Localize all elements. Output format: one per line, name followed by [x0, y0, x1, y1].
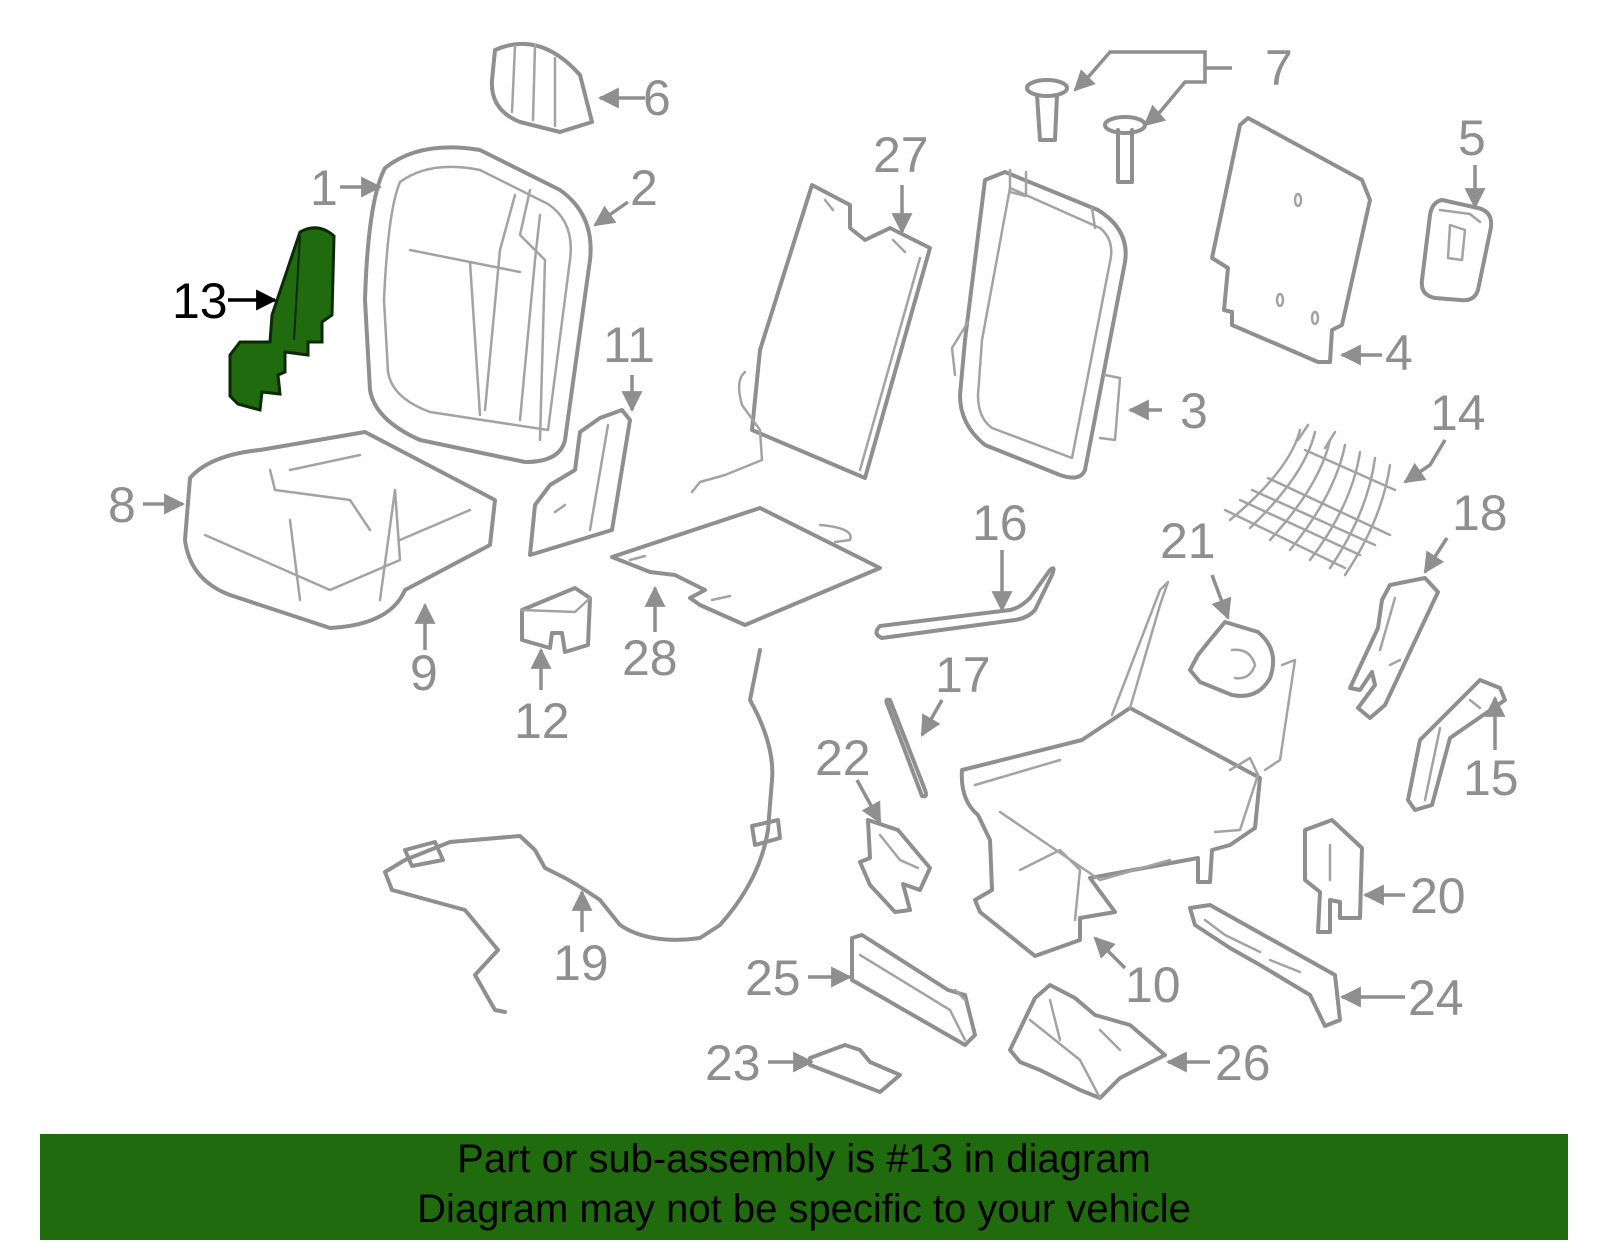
part-12-bracket[interactable] [520, 586, 592, 654]
part-4-back-panel[interactable] [1210, 116, 1372, 364]
part-28-tray[interactable] [610, 506, 882, 627]
part-14-spring-mat[interactable] [1223, 423, 1397, 577]
callout-27[interactable]: 27 [873, 127, 929, 183]
part-22-bracket[interactable] [858, 818, 932, 914]
callout-18[interactable]: 18 [1452, 485, 1508, 541]
callout-26[interactable]: 26 [1215, 1035, 1271, 1091]
part-5-trim-cap[interactable] [1419, 198, 1494, 303]
callout-10[interactable]: 10 [1125, 957, 1181, 1013]
part-16-rod[interactable] [874, 566, 1056, 640]
callout-12[interactable]: 12 [514, 693, 570, 749]
callout-20[interactable]: 20 [1410, 868, 1466, 924]
part-6-headrest[interactable] [489, 41, 594, 134]
callout-7[interactable]: 7 [1265, 40, 1293, 96]
part-24-trim[interactable] [1188, 903, 1342, 1028]
part-21-recliner-cover[interactable] [1188, 620, 1275, 698]
banner-line-part: Part or sub-assembly is #13 in diagram [457, 1137, 1151, 1181]
part-3-seat-back-frame[interactable] [950, 168, 1128, 480]
callout-2[interactable]: 2 [630, 160, 658, 216]
callout-25[interactable]: 25 [745, 950, 801, 1006]
callout-3[interactable]: 3 [1180, 383, 1208, 439]
banner-line-disclaimer: Diagram may not be specific to your vehi… [417, 1187, 1191, 1231]
part-17-pin[interactable] [884, 697, 928, 799]
part-2-seat-back-pad[interactable] [518, 188, 547, 442]
callout-8[interactable]: 8 [108, 477, 136, 533]
part-27-seat-back-panel[interactable] [690, 183, 932, 494]
callout-17[interactable]: 17 [935, 647, 991, 703]
callout-22[interactable]: 22 [815, 730, 871, 786]
callout-28[interactable]: 28 [622, 630, 678, 686]
callout-24[interactable]: 24 [1408, 970, 1464, 1026]
part-9-seat-cushion-pad[interactable] [288, 508, 472, 602]
callout-5[interactable]: 5 [1458, 110, 1486, 166]
callout-9[interactable]: 9 [410, 645, 438, 701]
callout-14[interactable]: 14 [1430, 385, 1486, 441]
part-23-pad[interactable] [808, 1043, 902, 1094]
part-19-release-cable[interactable] [383, 648, 782, 1014]
part-25-trim[interactable] [850, 933, 977, 1047]
part-15-trim[interactable] [1406, 678, 1507, 812]
callout-15[interactable]: 15 [1463, 750, 1519, 806]
callout-4[interactable]: 4 [1385, 325, 1413, 381]
part-7-bolts[interactable] [1025, 78, 1147, 184]
callout-16[interactable]: 16 [972, 495, 1028, 551]
part-1-seat-back-cover[interactable] [363, 145, 593, 464]
part-18-side-trim[interactable] [1348, 576, 1440, 720]
callout-13[interactable]: 13 [172, 273, 228, 329]
callout-leaders [143, 50, 1506, 1073]
callout-11[interactable]: 11 [603, 317, 655, 373]
callout-19[interactable]: 19 [553, 935, 609, 991]
part-8-seat-cushion-cover[interactable] [183, 430, 497, 630]
info-banner: Part or sub-assembly is #13 in diagram D… [40, 1134, 1568, 1240]
part-26-trim[interactable] [1008, 983, 1167, 1100]
part-20-bracket[interactable] [1303, 818, 1364, 934]
callout-labels: 13 1 2 6 7 5 4 3 27 11 8 9 12 28 14 18 1… [108, 40, 1519, 1091]
callout-21[interactable]: 21 [1160, 513, 1216, 569]
callout-23[interactable]: 23 [705, 1035, 761, 1091]
part-10-seat-frame[interactable] [959, 580, 1297, 958]
part-13-side-shield[interactable] [228, 226, 336, 412]
callout-6[interactable]: 6 [643, 70, 671, 126]
part-11-side-trim[interactable] [528, 408, 632, 557]
callout-1[interactable]: 1 [310, 160, 338, 216]
